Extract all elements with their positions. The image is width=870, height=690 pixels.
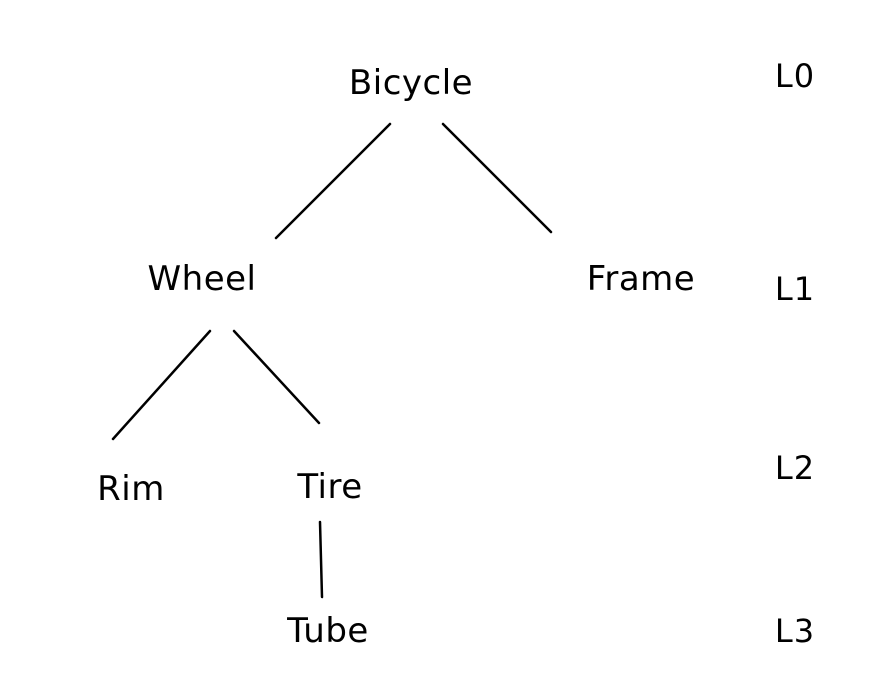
tree-edge-bicycle-frame: [441, 122, 553, 234]
level-label-l1: L1: [774, 270, 816, 308]
tree-node-tire[interactable]: Tire: [297, 467, 363, 507]
tree-node-tube[interactable]: Tube: [287, 611, 369, 651]
tree-node-frame[interactable]: Frame: [586, 259, 696, 299]
tree-node-bicycle[interactable]: Bicycle: [348, 63, 474, 103]
level-label-l3: L3: [774, 612, 816, 650]
tree-edge-bicycle-wheel: [274, 122, 392, 240]
level-label-l0: L0: [774, 57, 816, 95]
tree-node-rim[interactable]: Rim: [97, 469, 165, 509]
tree-edge-tire-tube: [318, 520, 324, 599]
tree-node-wheel[interactable]: Wheel: [147, 259, 257, 299]
tree-edge-wheel-tire: [232, 329, 321, 425]
tree-edge-wheel-rim: [111, 329, 212, 441]
level-label-l2: L2: [774, 449, 816, 487]
